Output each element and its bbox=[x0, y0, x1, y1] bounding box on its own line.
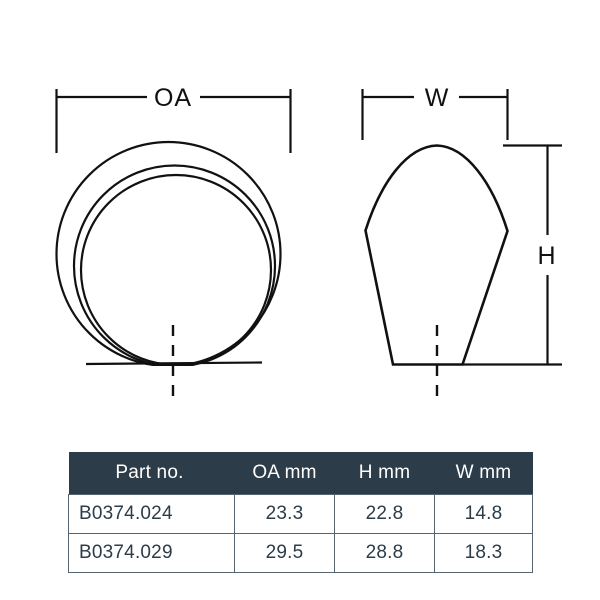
bottom-flat-chord bbox=[85, 361, 263, 366]
w-dimension-label: W bbox=[425, 84, 450, 112]
oa-dimension-group: OA bbox=[55, 84, 292, 153]
cell-w-mm: 14.8 bbox=[434, 494, 533, 534]
w-dimension-group: W bbox=[361, 84, 509, 140]
cell-oa-mm: 29.5 bbox=[234, 533, 335, 573]
taper-outline bbox=[364, 144, 509, 366]
h-dimension-label: H bbox=[537, 242, 556, 270]
cell-w-mm: 18.3 bbox=[434, 533, 533, 573]
table-row: B0374.024 23.3 22.8 14.8 bbox=[68, 494, 533, 534]
column-header-part-no: Part no. bbox=[68, 452, 235, 495]
inner-circle bbox=[79, 173, 273, 367]
table-header: Part no. OA mm H mm W mm bbox=[68, 452, 533, 495]
oa-dimension-label: OA bbox=[154, 84, 192, 112]
table-row: B0374.029 29.5 28.8 18.3 bbox=[68, 533, 533, 573]
column-header-h-mm: H mm bbox=[334, 452, 435, 495]
h-dimension-group: H bbox=[463, 144, 562, 366]
cell-part-no: B0374.024 bbox=[68, 494, 235, 534]
column-header-w-mm: W mm bbox=[434, 452, 533, 495]
column-header-oa-mm: OA mm bbox=[234, 452, 335, 495]
dimension-spec-table: Part no. OA mm H mm W mm B0374.024 23.3 … bbox=[68, 452, 533, 573]
cell-part-no: B0374.029 bbox=[68, 533, 235, 573]
table-header-row: Part no. OA mm H mm W mm bbox=[68, 452, 533, 495]
side-view-profile bbox=[364, 144, 509, 366]
cell-oa-mm: 23.3 bbox=[234, 494, 335, 534]
table-body: B0374.024 23.3 22.8 14.8 B0374.029 29.5 … bbox=[68, 494, 533, 573]
cell-h-mm: 28.8 bbox=[334, 533, 435, 573]
cell-h-mm: 22.8 bbox=[334, 494, 435, 534]
